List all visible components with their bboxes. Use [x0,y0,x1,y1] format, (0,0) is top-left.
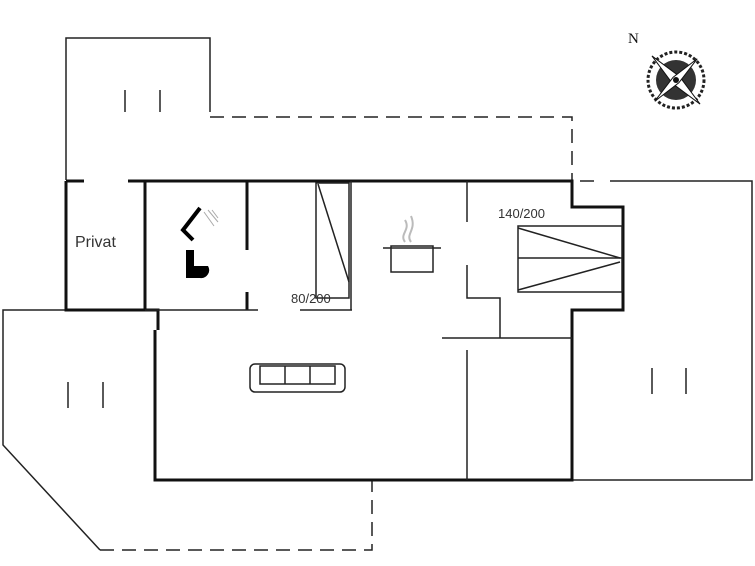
compass-icon [646,50,706,110]
cooking-pot-icon [383,215,441,273]
shower-icon [180,206,219,242]
bed-icon [517,225,623,293]
outer-walls [64,179,625,482]
room-label-privat: Privat [75,234,116,251]
terrace-left [2,309,373,551]
bed-size-single: 80/200 [291,291,331,306]
terrace-top-left [65,37,573,180]
bed-icon [315,182,350,299]
interior-walls [143,181,572,480]
terrace-right [572,180,753,481]
toilet-icon [186,250,210,279]
sofa-icon [249,363,346,393]
compass-north-label: N [628,31,639,47]
bed-size-double: 140/200 [498,206,545,221]
